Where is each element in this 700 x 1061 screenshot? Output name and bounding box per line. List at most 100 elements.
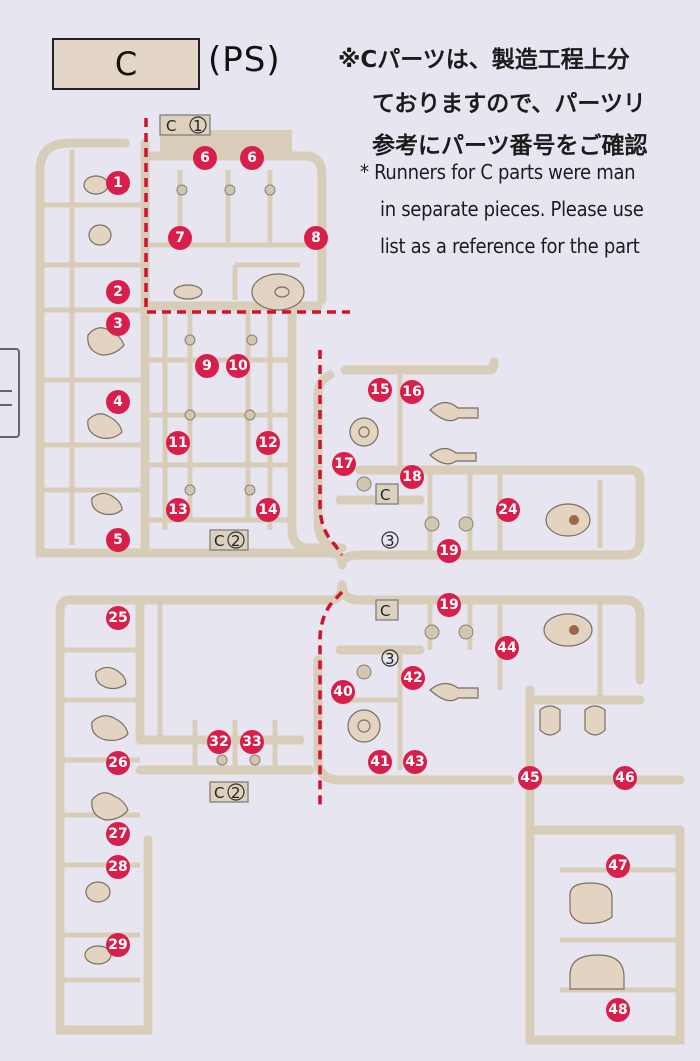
- part-number-marker-circle: [207, 730, 231, 754]
- part-number-6: 6: [193, 146, 217, 170]
- part-number-44: 44: [495, 636, 519, 660]
- part-number-41: 41: [368, 750, 392, 774]
- part-number-3: 3: [106, 312, 130, 336]
- part-number-label: 4: [113, 394, 123, 410]
- note-jp-line-2: ております​ので、パーツリ: [372, 91, 646, 117]
- part-number-1: 1: [106, 171, 130, 195]
- part-number-marker-circle: [240, 146, 264, 170]
- part-number-label: 11: [168, 435, 187, 451]
- part-number-label: 44: [497, 640, 517, 656]
- part-number-14: 14: [256, 498, 280, 522]
- tag-c1: C 1: [159, 114, 211, 136]
- part-number-label: 47: [608, 858, 627, 874]
- part-number-label: 17: [334, 456, 353, 472]
- svg-text:C: C: [380, 602, 390, 620]
- note-jp-line-1: ※Cパーツは、製造工程上分: [338, 47, 630, 73]
- part-number-33: 33: [240, 730, 264, 754]
- part-number-label: 6: [247, 150, 257, 166]
- part-number-marker-circle: [368, 378, 392, 402]
- svg-text:3: 3: [385, 650, 395, 668]
- runner-letter-box: C: [52, 38, 200, 90]
- part-number-label: 19: [439, 543, 458, 559]
- part-number-label: 1: [113, 175, 123, 191]
- part-number-marker-circle: [496, 498, 520, 522]
- part-number-marker-circle: [613, 766, 637, 790]
- part-number-17: 17: [332, 452, 356, 476]
- part-number-2: 2: [106, 280, 130, 304]
- part-number-28: 28: [106, 855, 130, 879]
- material-label: (PS): [208, 40, 281, 80]
- part-number-label: 32: [209, 734, 228, 750]
- note-jp-line-3: 参考にパーツ番号をご確認: [372, 133, 648, 159]
- part-number-marker-circle: [193, 146, 217, 170]
- runner-tags: C 1 C 2 C 3 C 2 C 3: [159, 114, 399, 803]
- part-number-label: 3: [113, 316, 123, 332]
- part-number-marker-circle: [403, 750, 427, 774]
- part-number-label: 41: [370, 754, 389, 770]
- part-number-marker-circle: [106, 933, 130, 957]
- part-number-marker-circle: [256, 431, 280, 455]
- tag-c3-top: C 3: [375, 483, 399, 550]
- part-number-marker-circle: [106, 822, 130, 846]
- part-number-marker-circle: [106, 606, 130, 630]
- part-number-marker-circle: [331, 680, 355, 704]
- part-number-label: 19: [439, 597, 458, 613]
- runner-letter: C: [114, 45, 138, 83]
- part-number-marker-circle: [332, 452, 356, 476]
- part-number-4: 4: [106, 390, 130, 414]
- cut-lines: [144, 118, 350, 805]
- part-number-marker-circle: [106, 390, 130, 414]
- part-number-label: 28: [108, 859, 127, 875]
- part-number-label: 43: [405, 754, 424, 770]
- part-number-label: 48: [608, 1002, 627, 1018]
- svg-text:2: 2: [231, 784, 241, 802]
- part-number-19: 19: [437, 593, 461, 617]
- part-number-label: 6: [200, 150, 210, 166]
- part-number-marker-circle: [168, 226, 192, 250]
- part-number-16: 16: [400, 380, 424, 404]
- svg-text:3: 3: [385, 532, 395, 550]
- page-edge-tab: [0, 348, 20, 438]
- part-number-marker-circle: [106, 528, 130, 552]
- part-number-marker-circle: [106, 751, 130, 775]
- part-number-label: 7: [175, 230, 185, 246]
- tag-c2-top: C 2: [209, 529, 249, 551]
- top-small-parts: [83, 175, 591, 537]
- part-number-marker-circle: [437, 593, 461, 617]
- part-number-40: 40: [331, 680, 355, 704]
- part-number-label: 33: [242, 734, 261, 750]
- part-number-marker-circle: [400, 380, 424, 404]
- part-number-43: 43: [403, 750, 427, 774]
- part-number-12: 12: [256, 431, 280, 455]
- part-number-26: 26: [106, 751, 130, 775]
- svg-text:C: C: [166, 117, 176, 135]
- part-number-marker-circle: [400, 465, 424, 489]
- bottom-crossbars: [60, 600, 680, 993]
- part-number-label: 24: [498, 502, 518, 518]
- part-number-marker-circle: [106, 312, 130, 336]
- part-number-marker-circle: [518, 766, 542, 790]
- part-number-25: 25: [106, 606, 130, 630]
- svg-text:C: C: [214, 532, 224, 550]
- part-number-marker-circle: [437, 539, 461, 563]
- part-number-label: 15: [370, 382, 389, 398]
- part-number-19: 19: [437, 539, 461, 563]
- part-number-47: 47: [606, 854, 630, 878]
- part-number-marker-circle: [401, 666, 425, 690]
- svg-text:C: C: [380, 486, 390, 504]
- part-number-45: 45: [518, 766, 542, 790]
- part-number-18: 18: [400, 465, 424, 489]
- part-number-marker-circle: [304, 226, 328, 250]
- part-number-24: 24: [496, 498, 520, 522]
- top-runner-frame: [35, 130, 645, 570]
- part-number-marker-circle: [166, 431, 190, 455]
- part-number-7: 7: [168, 226, 192, 250]
- part-number-marker-circle: [495, 636, 519, 660]
- part-number-marker-circle: [256, 498, 280, 522]
- part-number-label: 14: [258, 502, 278, 518]
- part-number-marker-circle: [106, 171, 130, 195]
- part-number-label: 9: [202, 358, 212, 374]
- part-number-label: 13: [168, 502, 187, 518]
- part-number-29: 29: [106, 933, 130, 957]
